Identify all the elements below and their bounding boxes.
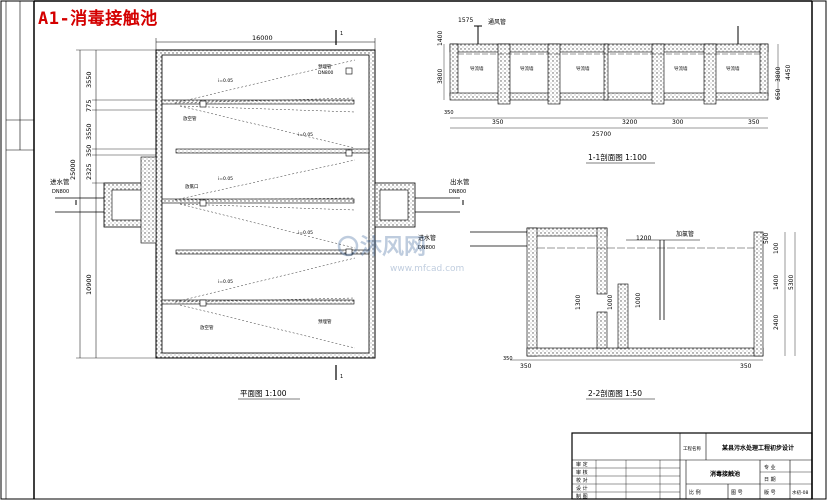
tb-row-1: 审 核 [576,469,588,476]
section-1-1 [443,25,779,129]
watermark-text: 沐风网 [360,235,426,260]
plan-inlet-pipe: DN800 [52,189,69,195]
tb-project: 某县污水处理工程初步设计 [722,444,794,452]
plan-tag-short: DN800 [318,70,334,76]
plan-dim-left-0: 3550 [85,71,93,88]
plan-dim-total: 25000 [69,159,77,180]
s11-dim-bottom-0: 350 [444,110,454,116]
plan-caption: 平面图 1:100 [240,389,287,398]
s11-dim-bottom-3: 300 [672,119,684,126]
plan-section-mark-top: 1 [340,31,343,37]
tb-scale-2: 版 号 [764,489,776,496]
s22-inner-dim-2: 1000 [635,293,642,308]
plan-slope-3: i=0.05 [218,176,233,182]
tb-label-right-0: 专 业 [764,464,776,471]
plan-view [55,30,464,380]
s22-inlet-label: 进水管 [418,234,436,242]
watermark: 沐风网 www.mfcad.com [337,235,464,274]
tb-scale-0: 比 例 [689,489,701,496]
s22-inner-dim-1: 1000 [607,295,614,310]
s22-dose-label: 加氯管 [676,230,694,238]
plan-dim-left-2: 3550 [85,123,93,140]
plan-tag-drain: 放空管 [183,115,197,122]
plan-outlet-label: 出水管 [450,177,470,186]
s22-dim-right-4: 2400 [773,315,780,330]
plan-tag-vent: 放氯口 [185,183,199,190]
s11-dim-total: 25700 [592,131,611,138]
plan-dim-left-4: 2325 [85,163,93,180]
tb-row-3: 设 计 [576,485,588,492]
tb-drawing: 消毒接触池 [710,470,740,478]
s11-dim-bottom-1: 350 [492,119,504,126]
s11-dim-left-0: 1400 [437,31,444,46]
s11-vent-label: 通风管 [488,18,506,26]
tb-label-right-1: 日 期 [764,477,776,483]
plan-dim-left-5: 10900 [85,274,93,295]
plan-tag-anchor-2: 预埋管 [318,318,332,325]
s11-baffle-1: 导流墙 [470,65,484,72]
plan-slope-5: i=0.05 [218,279,233,285]
section-2-2 [470,227,796,361]
plan-tag-anchor: 预埋管 [318,63,332,70]
s22-inner-dim-0: 1300 [575,295,582,310]
s22-dim-bottom-0: 350 [503,356,513,362]
s22-dim-right-3: 5300 [788,275,795,290]
drawing-title: A1-消毒接触池 [38,9,158,29]
tb-company: 工程名称 [683,445,701,452]
plan-tag-drain-2: 放空管 [200,324,214,331]
s11-baffle-3: 导流墙 [576,65,590,72]
s11-dim-bottom-4: 350 [748,119,760,126]
s11-dim-top: 1575 [458,17,473,24]
s22-dim-right-2: 1400 [773,275,780,290]
s22-dim-top: 1200 [636,235,651,242]
tb-sheet: 水初-08 [792,489,808,496]
watermark-url: www.mfcad.com [390,264,464,274]
plan-outlet-pipe: DN800 [449,189,466,195]
s11-baffle-4: 导流墙 [674,65,688,72]
s11-dim-left-1: 3800 [437,69,444,84]
plan-dim-top: 16000 [252,34,273,42]
s11-baffle-5: 导流墙 [726,65,740,72]
s22-dim-right-1: 100 [773,242,780,254]
s11-dim-bottom-2: 3200 [622,119,637,126]
s11-dim-right-1: 3800 [775,67,782,82]
tb-row-4: 制 图 [576,493,588,500]
s22-dim-right-0: 500 [763,232,770,244]
s22-dim-bottom-2: 350 [740,363,752,370]
plan-slope-2: i=0.05 [298,132,313,138]
s11-dim-right-0: 4450 [785,65,792,80]
tb-scale-1: 图 号 [731,490,743,496]
plan-section-mark-bottom: 1 [340,374,343,380]
s22-caption: 2-2剖面图 1:50 [588,388,642,398]
plan-dim-left-1: 775 [85,100,93,112]
tb-row-2: 校 对 [576,477,588,484]
plan-slope-1: i=0.05 [218,78,233,84]
plan-inlet-label: 进水管 [50,177,70,186]
s11-baffle-2: 导流墙 [520,65,534,72]
s22-dim-bottom-1: 350 [520,363,532,370]
tb-row-0: 审 定 [576,461,588,468]
plan-dim-left-3: 350 [85,145,93,157]
s11-dim-right-2: 650 [775,88,782,100]
s22-inlet-pipe: DN800 [418,245,435,251]
s11-caption: 1-1剖面图 1:100 [588,152,647,162]
plan-slope-4: i=0.05 [298,230,313,236]
title-block [571,432,813,500]
